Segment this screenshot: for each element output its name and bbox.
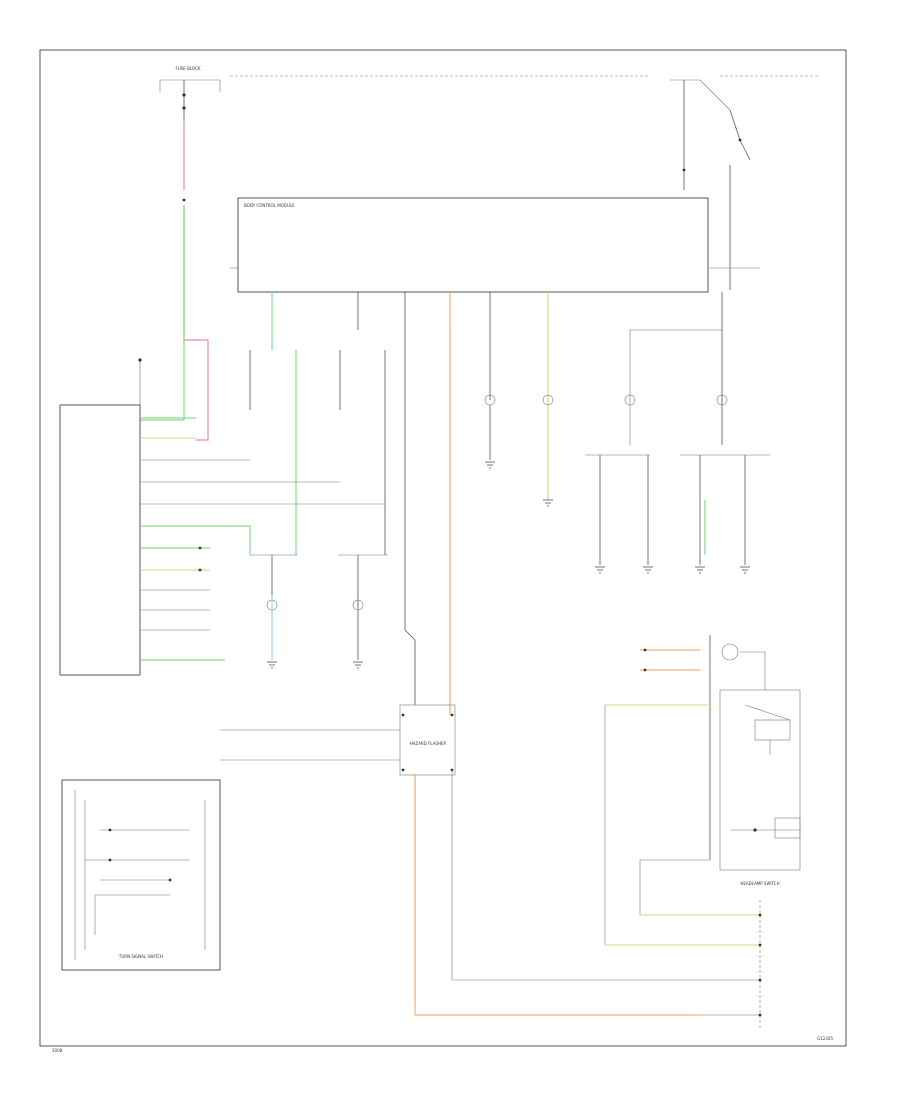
wire-orange-bottom	[414, 1005, 700, 1016]
lamp-bulb-icon	[716, 394, 728, 406]
hazard-flasher-box	[399, 704, 456, 776]
hazard-flasher-label: HAZARD FLASHER	[410, 741, 447, 746]
turn-signal-internals	[74, 790, 206, 960]
ground-symbol-icon	[643, 566, 653, 574]
wire-green-to-bcm	[140, 340, 185, 421]
body-control-module-box	[237, 197, 709, 293]
diagram-frame	[39, 49, 847, 1047]
ground-symbol-icon	[740, 566, 750, 574]
ground-symbol-icon	[595, 566, 605, 574]
headlamp-switch-label: HEADLAMP SWITCH	[740, 881, 779, 886]
headlamp-switch	[605, 635, 801, 871]
fuse-block-label: FUSE BLOCK	[176, 66, 201, 71]
ground-symbol-icon	[485, 461, 495, 469]
turn-signal-switch-box	[61, 779, 221, 971]
connector-dot-icon	[138, 358, 142, 362]
wire-to-flasher	[404, 330, 416, 705]
left-module-connector	[59, 404, 141, 676]
footer-right-label: G12345	[817, 1036, 833, 1041]
hazard-flasher-block	[220, 704, 760, 981]
splice-dot-top-left	[182, 198, 186, 202]
left-connector-wires	[140, 417, 385, 661]
lamp-bulb-icon	[721, 643, 739, 661]
ground-symbol-icon	[543, 499, 553, 507]
bcm-output-pins	[271, 292, 723, 330]
bcm-label: BODY CONTROL MODULE	[244, 203, 295, 208]
center-lamps	[484, 330, 554, 507]
right-bottom-outputs	[604, 705, 762, 1030]
ground-symbol-icon	[267, 661, 277, 669]
top-left-fuse-source	[159, 79, 221, 120]
wire-pink-to-bcm	[184, 339, 209, 441]
right-lamp-column	[585, 329, 770, 574]
left-connector-pin-dots	[198, 546, 202, 572]
lamp-bulb-icon	[266, 599, 278, 611]
lamp-bulb-icon	[624, 394, 636, 406]
footer-left-label: 2008	[52, 1048, 63, 1053]
lamp-bulb-icon	[352, 599, 364, 611]
ground-symbol-icon	[353, 661, 363, 669]
top-right-switch	[670, 79, 751, 290]
left-lamp-branch	[249, 330, 386, 555]
left-lower-lamps	[250, 554, 388, 669]
ground-symbol-icon	[695, 566, 705, 574]
turn-signal-switch-label: TURN SIGNAL SWITCH	[118, 954, 163, 959]
lamp-bulb-icon	[542, 394, 554, 406]
